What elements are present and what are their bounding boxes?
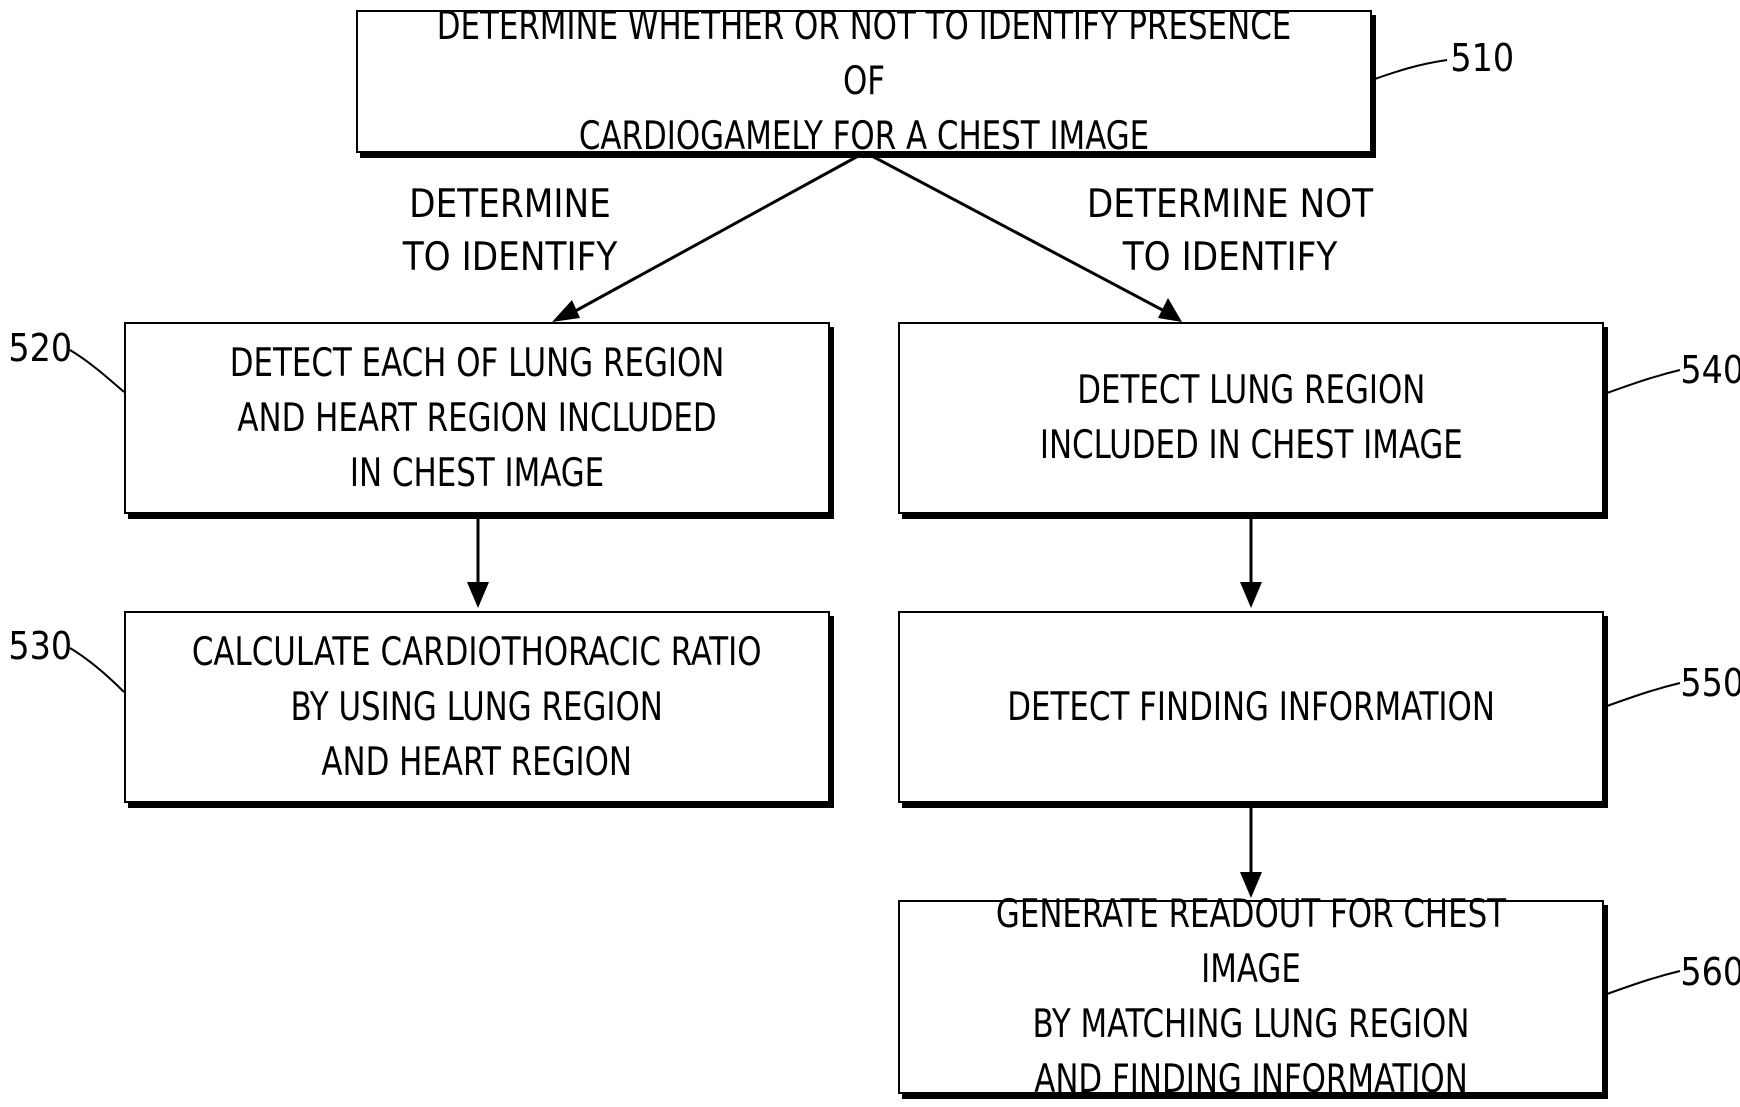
step-540-box: DETECT LUNG REGION INCLUDED IN CHEST IMA… <box>898 322 1604 514</box>
step-520-text: DETECT EACH OF LUNG REGION AND HEART REG… <box>229 340 725 496</box>
step-560-box: GENERATE READOUT FOR CHEST IMAGE BY MATC… <box>898 892 1604 1102</box>
arrow-510-to-520 <box>567 153 861 317</box>
step-520-box: DETECT EACH OF LUNG REGION AND HEART REG… <box>124 322 830 514</box>
ref-540: 540 <box>1680 348 1740 392</box>
arrow-510-to-540 <box>869 153 1171 316</box>
step-510-text: DETERMINE WHETHER OR NOT TO IDENTIFY PRE… <box>436 4 1292 159</box>
ref-560: 560 <box>1680 950 1740 994</box>
leader-550 <box>1606 682 1681 707</box>
step-540-text: DETECT LUNG REGION INCLUDED IN CHEST IMA… <box>1039 368 1463 468</box>
step-550-box: DETECT FINDING INFORMATION <box>898 611 1604 803</box>
step-530-box: CALCULATE CARDIOTHORACIC RATIO BY USING … <box>124 611 830 803</box>
ref-530: 530 <box>8 624 73 668</box>
step-550-text: DETECT FINDING INFORMATION <box>1007 684 1495 730</box>
leader-520 <box>69 349 125 393</box>
step-510-box: DETERMINE WHETHER OR NOT TO IDENTIFY PRE… <box>356 4 1372 159</box>
leader-510 <box>1371 59 1448 81</box>
branch-label-identify: DETERMINE TO IDENTIFY <box>402 182 618 280</box>
leader-530 <box>69 647 125 693</box>
ref-520: 520 <box>8 326 73 370</box>
ref-510: 510 <box>1450 36 1515 80</box>
arrowhead-560 <box>1240 872 1262 898</box>
branch-label-not-identify: DETERMINE NOT TO IDENTIFY <box>1086 182 1374 280</box>
ref-550: 550 <box>1680 661 1740 705</box>
arrowhead-530 <box>467 582 489 608</box>
arrowhead-540 <box>1158 298 1182 322</box>
leader-540 <box>1606 369 1681 394</box>
leader-560 <box>1606 970 1681 995</box>
arrowhead-550 <box>1240 582 1262 608</box>
step-560-text: GENERATE READOUT FOR CHEST IMAGE BY MATC… <box>995 892 1507 1102</box>
arrowhead-520 <box>552 300 580 322</box>
step-530-text: CALCULATE CARDIOTHORACIC RATIO BY USING … <box>192 629 762 785</box>
